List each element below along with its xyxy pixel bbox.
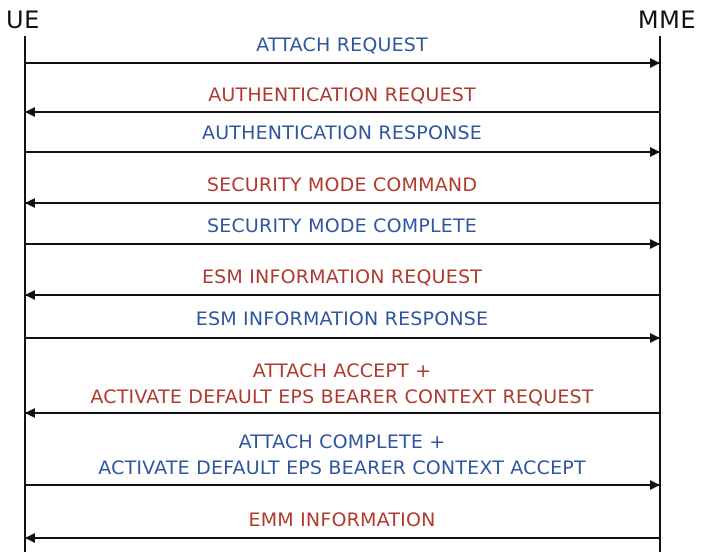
- message-label: ATTACH COMPLETE +: [239, 431, 446, 453]
- message-label: ATTACH REQUEST: [256, 34, 428, 56]
- message-8: ATTACH ACCEPT + ACTIVATE DEFAULT EPS BEAR…: [25, 360, 660, 418]
- actor-ue-label: UE: [6, 6, 40, 34]
- message-list: ATTACH REQUEST AUTHENTICATION REQUEST AUTH…: [25, 34, 660, 543]
- message-7: ESM INFORMATION RESPONSE: [25, 308, 660, 343]
- message-label: ESM INFORMATION REQUEST: [202, 266, 482, 288]
- message-label: ACTIVATE DEFAULT EPS BEARER CONTEXT ACCE…: [98, 457, 586, 479]
- message-label: ATTACH ACCEPT +: [253, 360, 431, 382]
- message-2: AUTHENTICATION REQUEST: [25, 84, 660, 117]
- message-5: SECURITY MODE COMPLETE: [25, 215, 660, 249]
- message-label: ESM INFORMATION RESPONSE: [196, 308, 489, 330]
- message-9: ATTACH COMPLETE + ACTIVATE DEFAULT EPS BE…: [25, 431, 660, 490]
- message-6: ESM INFORMATION REQUEST: [25, 266, 660, 300]
- message-3: AUTHENTICATION RESPONSE: [25, 122, 660, 157]
- message-label: AUTHENTICATION REQUEST: [208, 84, 476, 106]
- actor-mme-label: MME: [638, 6, 696, 34]
- message-10: EMM INFORMATION: [25, 509, 660, 543]
- message-label: AUTHENTICATION RESPONSE: [202, 122, 482, 144]
- message-label: EMM INFORMATION: [248, 509, 435, 531]
- message-1: ATTACH REQUEST: [25, 34, 660, 68]
- message-label: ACTIVATE DEFAULT EPS BEARER CONTEXT REQU…: [90, 386, 593, 408]
- message-label: SECURITY MODE COMPLETE: [207, 215, 477, 237]
- message-label: SECURITY MODE COMMAND: [207, 174, 477, 196]
- message-4: SECURITY MODE COMMAND: [25, 174, 660, 208]
